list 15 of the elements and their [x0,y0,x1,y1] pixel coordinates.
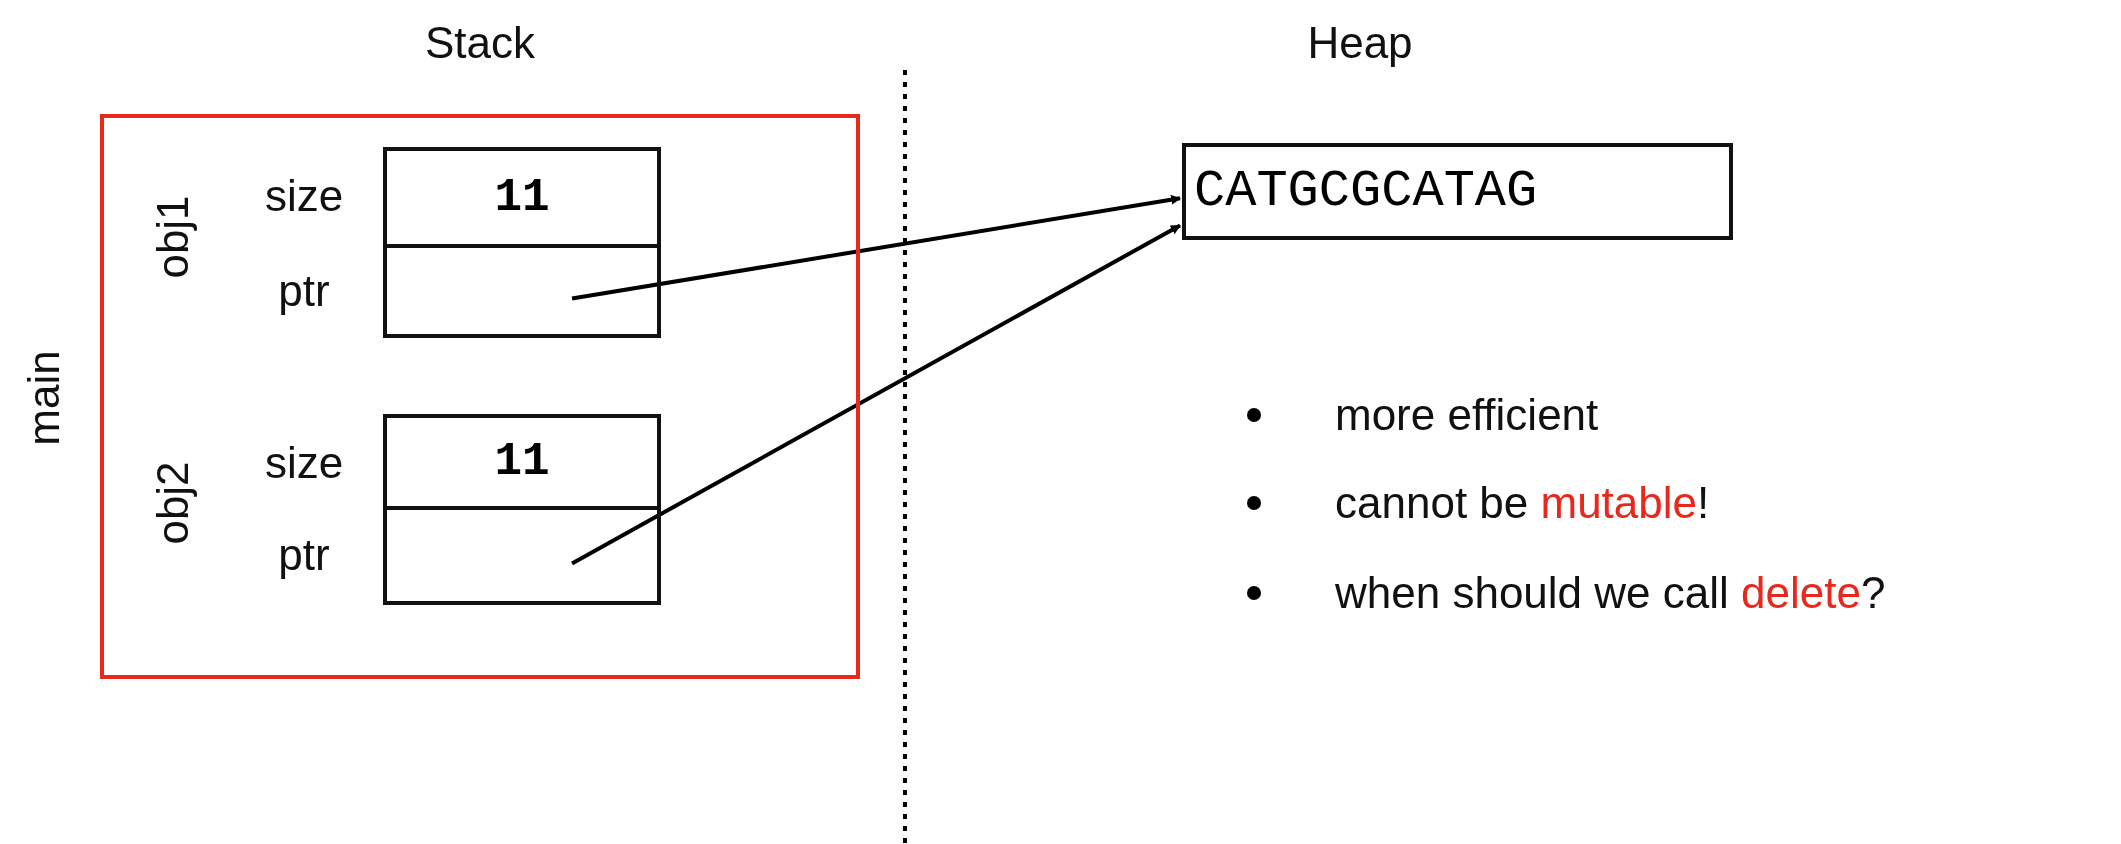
object-name: obj1 [151,195,195,279]
arrow [571,194,1181,301]
section-heading: Heap [1307,21,1413,65]
bullet-text: when should we call delete? [1335,571,1886,615]
field-name: size [264,441,344,485]
field-name: ptr [278,269,330,313]
field-name: ptr [278,533,330,577]
object-name: obj2 [151,461,195,545]
heap-string-box: CATGCGCATAG [1182,143,1733,240]
bullet-text: more efficient [1335,393,1599,437]
arrow [571,223,1181,566]
frame-label: main [22,350,66,446]
field-name: size [264,174,344,218]
section-heading: Stack [425,21,535,65]
bullet-text: cannot be mutable! [1335,481,1710,525]
